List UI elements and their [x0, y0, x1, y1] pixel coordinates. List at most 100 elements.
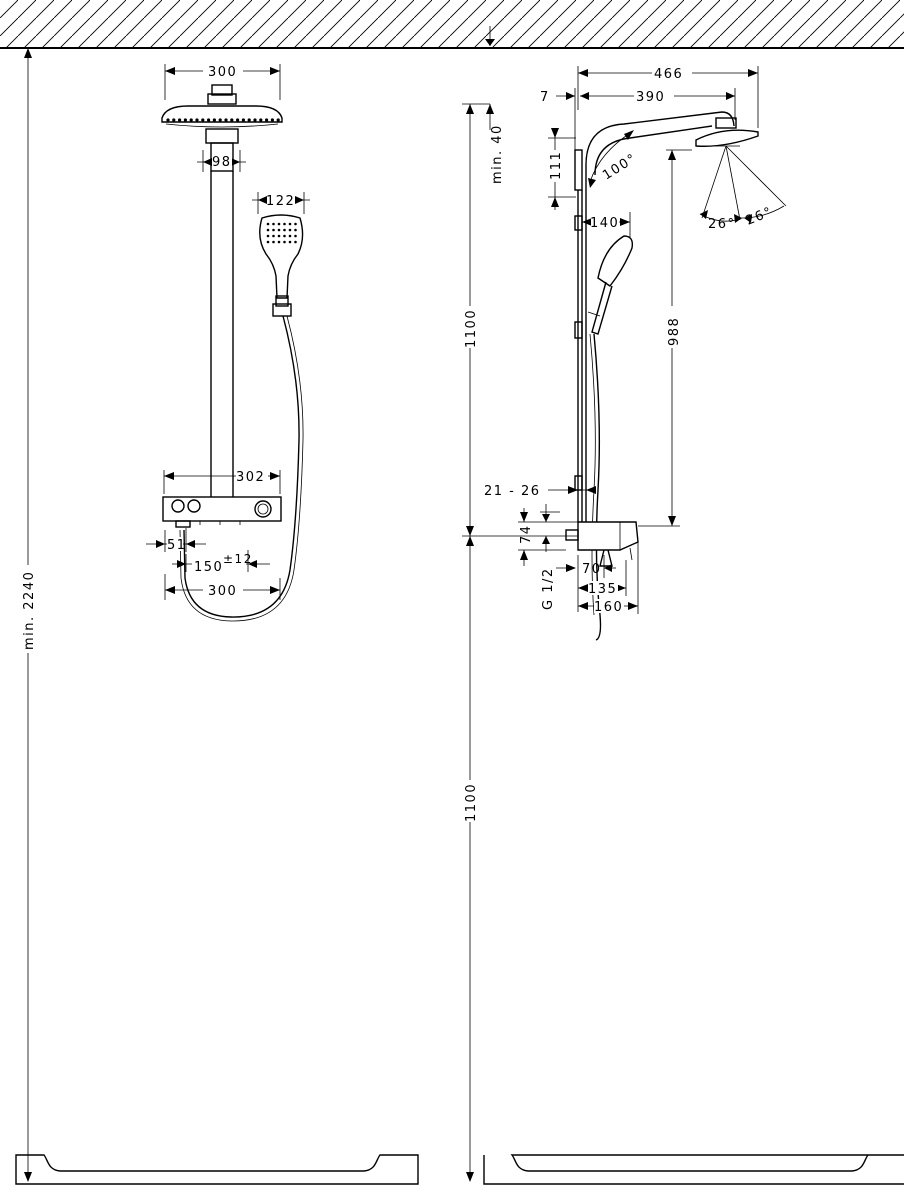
- height-dimensions: 1100 1100: [462, 103, 580, 1182]
- handshower-nozzle-dot: [288, 240, 292, 244]
- handshower-nozzle-dot: [294, 234, 297, 238]
- handshower-nozzle-dot: [266, 228, 270, 232]
- front-view: 300 98: [146, 63, 310, 622]
- head-width-label: 300: [208, 65, 237, 80]
- nozzle-dot: [212, 118, 216, 122]
- bracket-height-label: 111: [549, 151, 564, 180]
- nozzle-dot: [218, 118, 222, 122]
- nozzle-dot: [241, 118, 245, 122]
- handshower-nozzle-dot: [294, 222, 297, 226]
- thermostat-shelf: [162, 496, 282, 528]
- handshower-width-label: 122: [266, 194, 295, 209]
- depth-70-label: 70: [582, 562, 602, 577]
- nozzle-dot: [195, 118, 199, 122]
- handshower-nozzle-dot: [266, 240, 270, 244]
- nozzle-dot: [224, 118, 228, 122]
- side-hand-shower: [587, 235, 634, 335]
- overhead-shower-head: [161, 84, 283, 128]
- depth-160-dimension: 160: [578, 540, 639, 615]
- handshower-nozzle-dot: [283, 234, 286, 238]
- min-ceiling-label: min. 40: [490, 124, 505, 184]
- handshower-nozzle-dot: [272, 234, 275, 238]
- wall-gap-label: 7: [540, 90, 550, 105]
- inlet-spacing-label: 150: [194, 560, 223, 575]
- depth-135-dimension: 135: [577, 555, 627, 612]
- handshower-projection-label: 140: [590, 216, 619, 231]
- handshower-nozzle-dot: [277, 240, 281, 244]
- handshower-nozzle-dot: [283, 228, 286, 232]
- nozzle-dot: [166, 118, 170, 122]
- thread-size-label: G 1/2: [541, 567, 556, 610]
- spray-angle-left-label: 26°: [708, 217, 736, 232]
- upper-height-label: 1100: [464, 309, 479, 348]
- arm-width-label: 98: [212, 155, 232, 170]
- base-width-label: 300: [208, 584, 237, 599]
- head-to-shelf-label: 988: [667, 317, 682, 346]
- shelf-width-dimension: 302: [163, 468, 281, 494]
- arm-angle-label: 100°: [600, 151, 640, 184]
- nozzle-dot: [265, 118, 269, 122]
- outlet-offset-label: 51: [167, 538, 187, 553]
- handshower-nozzle-dot: [283, 222, 286, 226]
- nozzle-dot: [270, 118, 274, 122]
- depth-135-label: 135: [588, 582, 617, 597]
- side-view: 1100 1100 min. 40 466 7: [462, 65, 787, 1182]
- shelf-height-dimension: 74: [518, 504, 578, 566]
- outlet-offset-dimension: 51: [146, 528, 206, 553]
- handshower-nozzle-dot: [288, 234, 292, 238]
- bar-offset-label: 21 - 26: [484, 484, 541, 499]
- side-thermostat: [565, 521, 639, 567]
- arm-width-dimension: 98: [197, 150, 246, 172]
- spray-angles: 26° 26°: [699, 145, 787, 232]
- handshower-nozzle-dot: [288, 228, 292, 232]
- lower-height-label: 1100: [464, 783, 479, 822]
- shower-arm: [585, 111, 759, 176]
- inlet-spacing-dimension: 150 ±12: [172, 550, 270, 575]
- nozzle-dot: [172, 118, 176, 122]
- handshower-nozzle-dot: [272, 240, 275, 244]
- shelf-width-label: 302: [236, 470, 265, 485]
- nozzle-dot: [230, 118, 234, 122]
- nozzle-dot: [276, 118, 280, 122]
- shower-bar: [574, 149, 587, 522]
- handshower-nozzle-dot: [294, 240, 297, 244]
- thread-size: G 1/2: [541, 567, 556, 610]
- handshower-nozzle-dot: [272, 222, 275, 226]
- depth-70-dimension: 70: [556, 555, 616, 578]
- nozzle-dot: [247, 118, 251, 122]
- bar-offset-dimension: 21 - 26: [484, 484, 596, 499]
- nozzle-dot: [201, 118, 205, 122]
- nozzle-dot: [183, 118, 187, 122]
- handshower-nozzle-dot: [294, 228, 297, 232]
- inlet-tolerance-label: ±12: [223, 552, 253, 566]
- nozzle-dot: [178, 118, 182, 122]
- hand-shower: [259, 214, 304, 317]
- nozzle-dot: [207, 118, 211, 122]
- depth-160-label: 160: [594, 600, 623, 615]
- total-projection-label: 466: [654, 67, 683, 82]
- handshower-projection-dimension: 140: [582, 212, 631, 238]
- handshower-nozzle-dot: [277, 222, 281, 226]
- handshower-nozzle-dot: [283, 240, 286, 244]
- overall-height-label: min. 2240: [22, 571, 37, 650]
- total-projection-dimension: 466: [577, 65, 759, 128]
- floor-right: [483, 1154, 904, 1185]
- handshower-nozzle-dot: [266, 222, 270, 226]
- arm-projection-dimension: 7 390: [540, 88, 736, 150]
- ceiling: [0, 0, 904, 49]
- handshower-nozzle-dot: [277, 234, 281, 238]
- overall-height-dimension: min. 2240: [22, 48, 37, 1185]
- handshower-nozzle-dot: [266, 234, 270, 238]
- spray-angle-right-label: 26°: [744, 204, 775, 228]
- head-width-dimension: 300: [164, 63, 281, 100]
- base-width-dimension: 300: [164, 574, 281, 600]
- head-to-shelf-dimension: 988: [638, 149, 692, 527]
- min-ceiling-dimension: min. 40: [486, 104, 505, 184]
- handshower-nozzle-dot: [288, 222, 292, 226]
- shower-hose: [183, 315, 300, 618]
- handshower-nozzle-dot: [277, 228, 281, 232]
- floor-left: [15, 1154, 419, 1185]
- arm-angle: 100°: [588, 130, 640, 188]
- bracket-height-dimension: 111: [546, 128, 576, 210]
